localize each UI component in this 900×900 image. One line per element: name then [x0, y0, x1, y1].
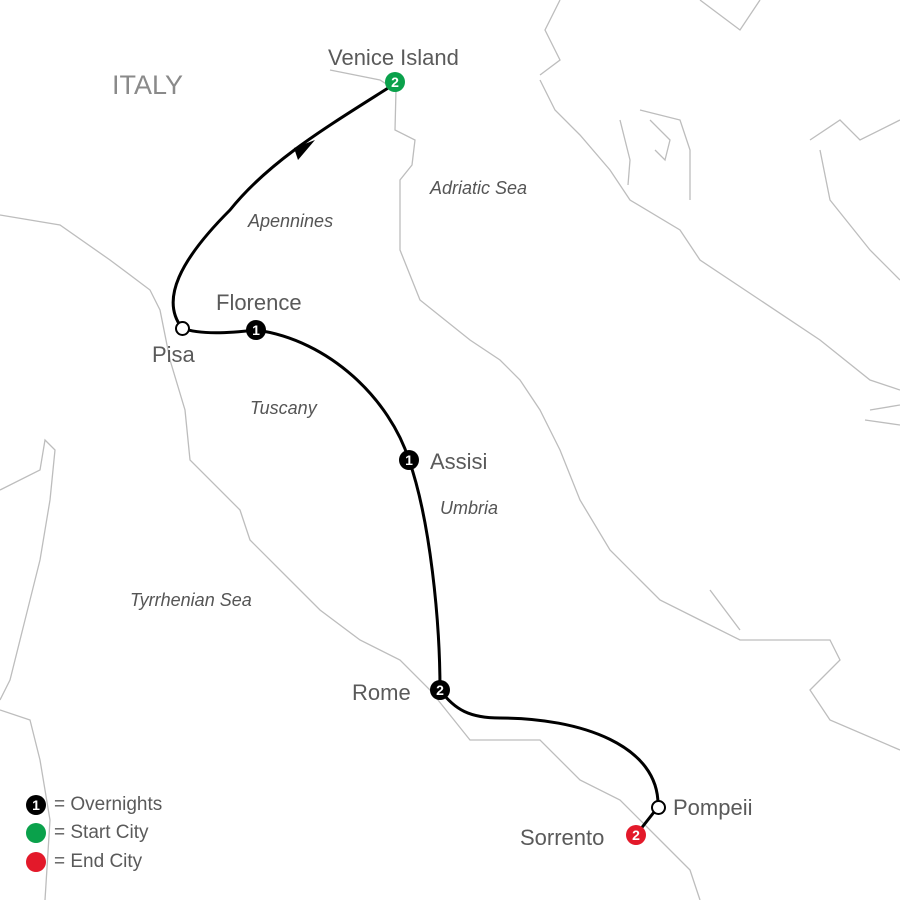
city-label-pompeii: Pompeii [673, 795, 753, 820]
overnight-marker-florence[interactable]: 1 [246, 320, 266, 340]
legend-label: = End City [54, 851, 143, 872]
city-label-assisi: Assisi [430, 449, 488, 474]
stop-marker-pompeii[interactable] [651, 800, 666, 815]
direction-arrow-icon [294, 140, 315, 160]
country-label: ITALY [112, 70, 184, 100]
region-umbria: Umbria [440, 498, 499, 518]
start-city-legend-icon [26, 823, 46, 843]
region-apennines: Apennines [248, 211, 334, 231]
end-city-marker[interactable]: 2 [626, 825, 646, 845]
city-label-pisa: Pisa [152, 342, 195, 367]
legend-label: = Overnights [54, 794, 163, 815]
overnight-marker-assisi[interactable]: 1 [399, 450, 419, 470]
region-tuscany: Tuscany [250, 398, 317, 418]
region-adriatic-sea: Adriatic Sea [430, 178, 528, 198]
tour-route [171, 81, 660, 836]
stop-marker-pisa[interactable] [175, 321, 190, 336]
region-tyrrhenian-sea: Tyrrhenian Sea [130, 590, 252, 610]
overnight-marker-rome[interactable]: 2 [430, 680, 450, 700]
city-label-florence: Florence [216, 290, 302, 315]
end-city-legend-icon [26, 852, 46, 872]
city-label-rome: Rome [352, 680, 411, 705]
legend-start-city: = Start City [26, 822, 149, 844]
legend-end-city: = End City [26, 851, 142, 873]
legend-label: = Start City [54, 822, 149, 843]
legend-overnights: 1 = Overnights [26, 794, 162, 816]
start-city-marker[interactable]: 2 [385, 72, 405, 92]
overnight-legend-icon: 1 [26, 795, 46, 815]
city-label-venice: Venice Island [328, 45, 459, 70]
city-label-sorrento: Sorrento [520, 825, 605, 850]
